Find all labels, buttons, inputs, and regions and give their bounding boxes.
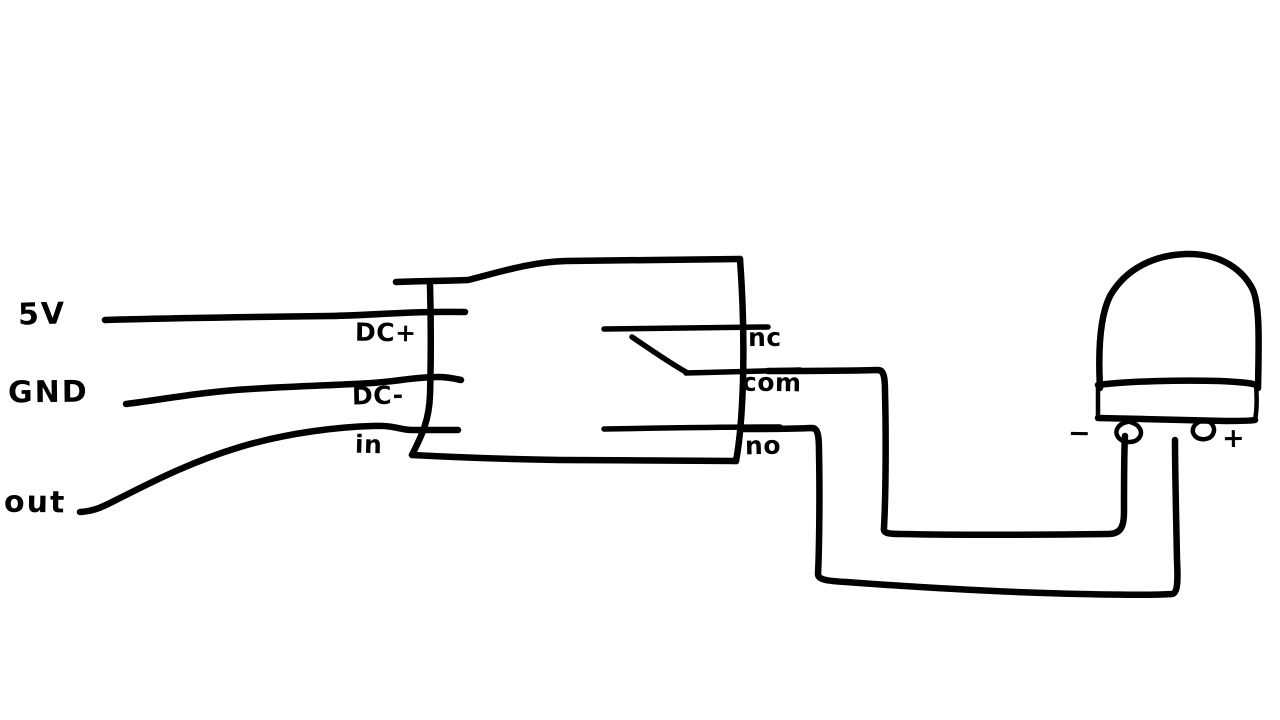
terminal-label-dc-minus: DC- <box>351 380 404 411</box>
buzzer-body <box>1094 250 1262 445</box>
terminal-label-no: no <box>744 430 782 461</box>
wire-out-to-in <box>76 422 462 516</box>
wire-5v-to-dcplus <box>101 308 469 324</box>
wire-gnd-to-dcminus <box>122 373 465 408</box>
terminal-label-in: in <box>354 429 383 460</box>
terminal-label-nc: nc <box>747 322 782 353</box>
relay-module-body <box>392 255 747 465</box>
label-gnd: GND <box>7 374 89 411</box>
terminal-label-com: com <box>741 367 802 398</box>
terminal-label-buzzer-plus: + <box>1221 422 1246 455</box>
terminal-label-dc-plus: DC+ <box>354 317 417 348</box>
label-5v: 5V <box>17 296 67 333</box>
terminal-label-buzzer-minus: − <box>1067 417 1092 450</box>
label-out: out <box>3 484 67 521</box>
wire-com-to-buzzer-minus <box>764 366 1129 538</box>
wire-no-to-buzzer-plus <box>736 424 1181 598</box>
